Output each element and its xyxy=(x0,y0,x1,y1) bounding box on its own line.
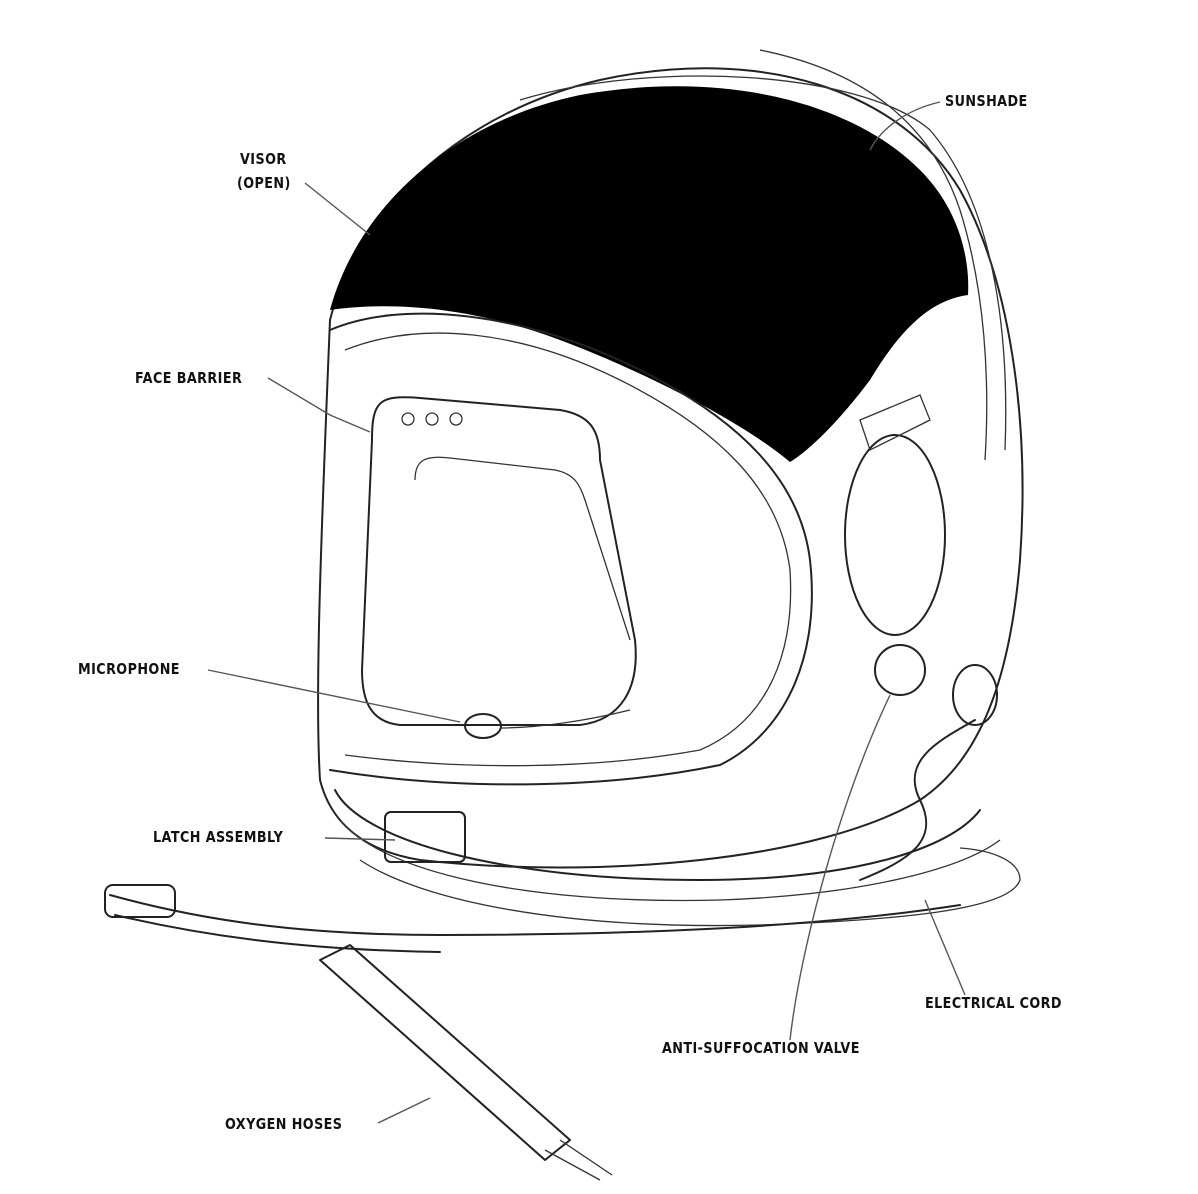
barrier-hole xyxy=(449,412,463,426)
hose-connector-left xyxy=(104,884,176,918)
oxygen-hose-down xyxy=(319,944,571,1161)
leader-electrical-cord xyxy=(924,899,966,996)
visor-pivot xyxy=(844,434,946,636)
pivot-bracket xyxy=(859,394,931,451)
face-barrier xyxy=(361,396,637,726)
shell-rim xyxy=(519,75,1007,451)
anti-suffocation-valve-icon xyxy=(874,644,926,696)
shell-rim-inner xyxy=(759,49,988,461)
label-microphone: MICROPHONE xyxy=(78,660,180,678)
label-anti-suffocation-valve: ANTI-SUFFOCATION VALVE xyxy=(662,1039,860,1057)
label-latch-assembly: LATCH ASSEMBLY xyxy=(153,828,284,846)
label-electrical-cord: ELECTRICAL CORD xyxy=(925,994,1062,1012)
latch-assembly-icon xyxy=(384,811,466,863)
leader-face-barrier xyxy=(267,377,371,433)
label-face-barrier: FACE BARRIER xyxy=(135,369,243,387)
oxygen-hose-left xyxy=(109,894,961,936)
leader-latch xyxy=(324,837,396,841)
face-opening xyxy=(329,312,813,786)
visor-shade xyxy=(330,86,969,462)
leader-oxygen-hoses xyxy=(377,1097,431,1124)
barrier-hole xyxy=(425,412,439,426)
electrical-cord xyxy=(859,719,976,881)
earphone-connector xyxy=(952,664,998,726)
microphone-icon xyxy=(464,713,502,739)
label-visor-open: (OPEN) xyxy=(237,174,291,192)
face-barrier-inner xyxy=(414,456,631,641)
barrier-hole xyxy=(401,412,415,426)
label-sunshade: SUNSHADE xyxy=(945,92,1028,110)
neck-ring xyxy=(334,789,981,881)
leader-sunshade xyxy=(869,101,941,151)
leader-valve xyxy=(789,694,891,1041)
microphone-boom xyxy=(499,709,631,729)
leader-microphone xyxy=(207,669,461,723)
face-opening-inner xyxy=(344,332,792,767)
label-visor: VISOR xyxy=(240,150,287,168)
label-oxygen-hoses: OXYGEN HOSES xyxy=(225,1115,343,1133)
leader-visor xyxy=(304,182,371,236)
